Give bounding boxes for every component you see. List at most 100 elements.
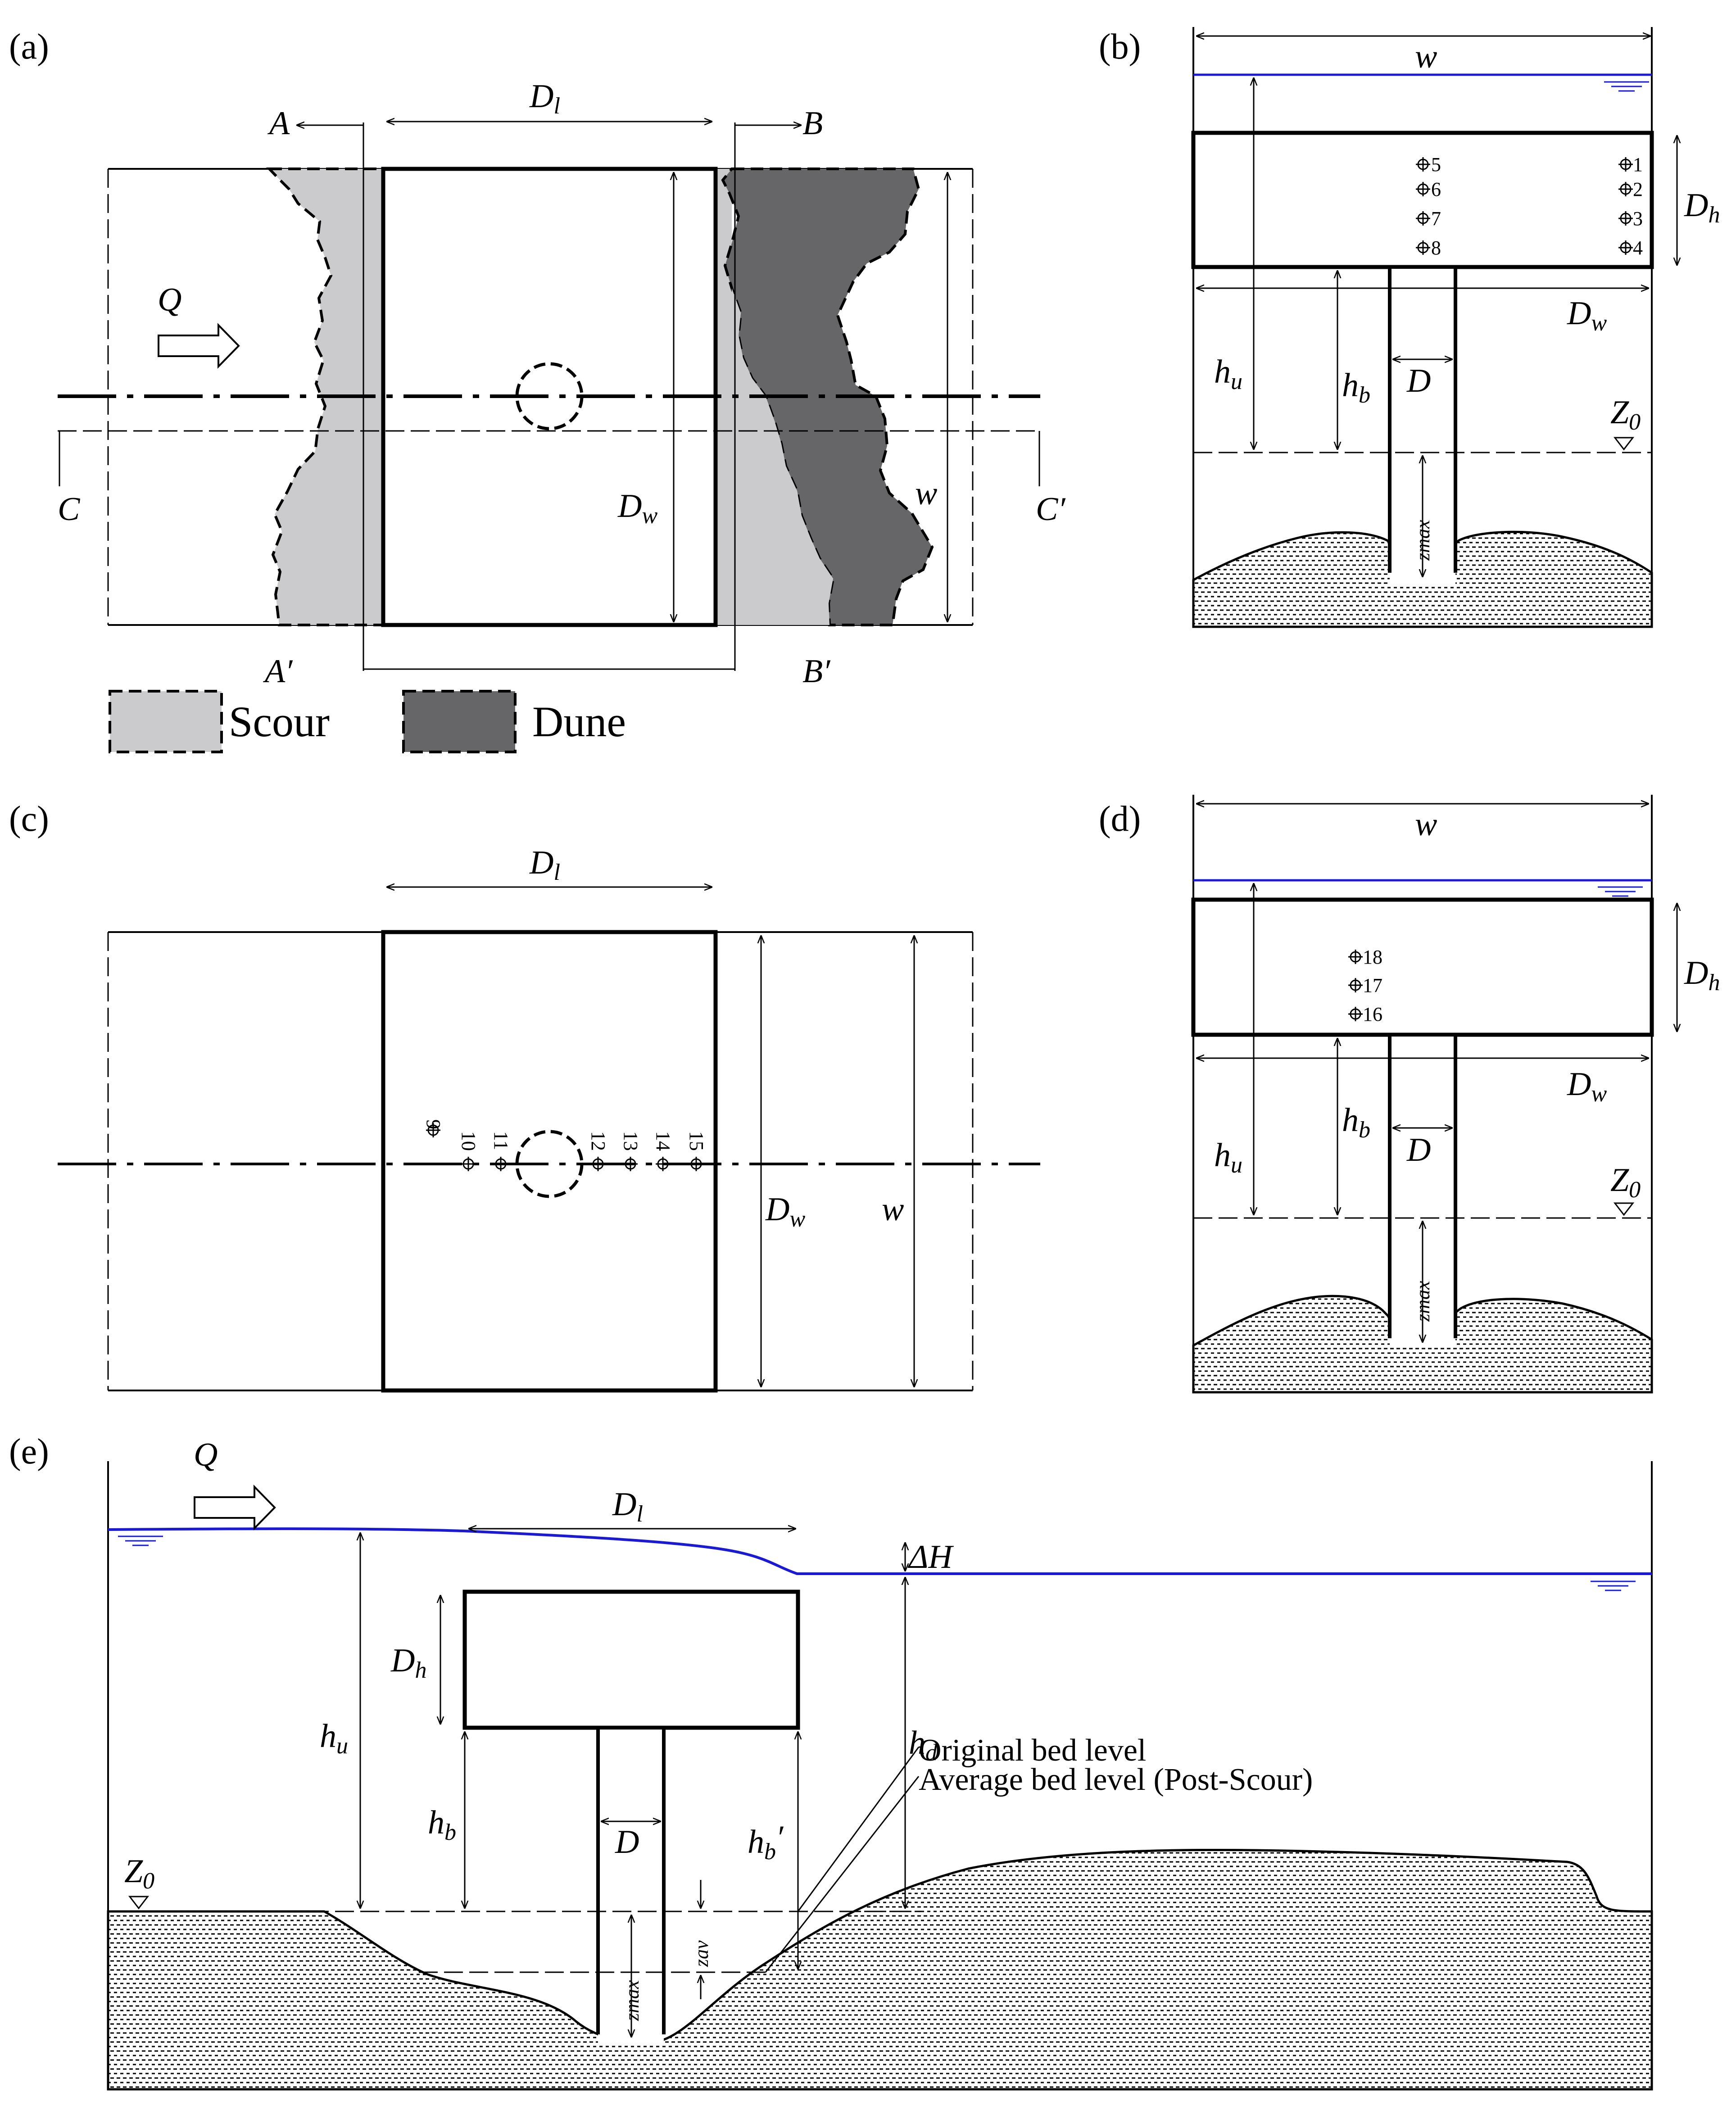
panel-d-label: (d) [1099, 799, 1141, 839]
probe-c-11: 11 [490, 1131, 512, 1171]
leader-original-bed [797, 1747, 920, 1912]
label-hu-e: hu [320, 1718, 348, 1759]
sand-bed-e [107, 1848, 1653, 2091]
pile-cap-e [462, 1589, 800, 1730]
svg-text:6: 6 [1431, 178, 1441, 200]
panel-e: (e) Q Dl Dh [9, 1432, 1653, 2091]
probe-c-10: 10 [458, 1131, 480, 1171]
label-dl-a: Dl [529, 78, 560, 119]
probe-b-6: 6 [1416, 178, 1441, 200]
probe-c-13: 13 [620, 1131, 642, 1171]
panel-b-label: (b) [1099, 27, 1141, 67]
datum-marker-d [1613, 1202, 1635, 1216]
svg-text:5: 5 [1431, 154, 1441, 176]
svg-text:15: 15 [685, 1131, 707, 1151]
probes-c: 9 10 11 12 13 14 15 [422, 1119, 707, 1171]
label-dl-c: Dl [529, 844, 560, 885]
svg-text:17: 17 [1363, 974, 1382, 996]
label-hu-d: hu [1214, 1137, 1242, 1178]
label-c: C [58, 491, 81, 528]
water-level-symbol-e-down [1591, 1580, 1636, 1591]
panel-c-label: (c) [9, 799, 49, 839]
label-w-d: w [1415, 806, 1437, 843]
svg-text:4: 4 [1633, 237, 1643, 259]
probe-b-1: 1 [1618, 154, 1643, 176]
pile-cap-plan-c [381, 930, 718, 1393]
label-a: A [267, 105, 290, 142]
water-level-symbol-e-up [118, 1535, 163, 1546]
label-dh-d: Dh [1684, 955, 1720, 996]
label-w-c: w [882, 1191, 904, 1228]
legend-scour-swatch [109, 690, 223, 753]
probes-b: 5 6 7 8 1 2 3 4 [1416, 154, 1643, 259]
label-z0-e: Z0 [124, 1853, 154, 1894]
note-average-bed: Average bed level (Post-Scour) [919, 1762, 1313, 1797]
label-hb-b: hb [1342, 367, 1370, 408]
probes-d: 18 17 16 [1348, 946, 1382, 1025]
probe-c-15: 15 [685, 1131, 707, 1171]
svg-text:16: 16 [1363, 1003, 1382, 1025]
label-ap: A′ [263, 653, 293, 690]
label-dh-e: Dh [390, 1642, 426, 1683]
label-hbp-e: hb′ [748, 1819, 784, 1865]
datum-marker-b [1613, 437, 1635, 451]
legend-dune-label: Dune [532, 697, 626, 746]
label-d-e: D [615, 1824, 639, 1861]
label-hb-e: hb [428, 1804, 456, 1845]
panel-a-label: (a) [9, 27, 49, 67]
label-zmax-b: zmax [1412, 520, 1434, 561]
label-hu-b: hu [1214, 353, 1242, 394]
probe-d-18: 18 [1348, 946, 1382, 968]
water-level-symbol-d [1598, 886, 1643, 897]
label-dh-b: Dh [1684, 187, 1720, 228]
label-w-b: w [1415, 38, 1437, 75]
svg-text:2: 2 [1633, 178, 1643, 200]
probe-c-12: 12 [587, 1131, 609, 1171]
probe-b-3: 3 [1618, 208, 1643, 230]
flow-arrow-e [194, 1485, 276, 1530]
svg-text:7: 7 [1431, 208, 1441, 230]
svg-text:3: 3 [1633, 208, 1643, 230]
panel-a: (a) C C′ A B A′ B′ [9, 27, 1066, 753]
svg-text:18: 18 [1363, 946, 1382, 968]
label-zmax-d: zmax [1412, 1281, 1434, 1322]
probe-b-5: 5 [1416, 154, 1441, 176]
dune-region [721, 168, 934, 626]
water-level-symbol-b [1604, 81, 1649, 92]
svg-text:8: 8 [1431, 237, 1441, 259]
svg-text:1: 1 [1633, 154, 1643, 176]
label-hd-e: hd [909, 1725, 938, 1766]
panel-d: (d) w Dh Dw D Z0 hu hb zmax [1099, 795, 1720, 1394]
probe-c-14: 14 [652, 1131, 674, 1171]
probe-c-9: 9 [422, 1119, 444, 1137]
label-cp: C′ [1036, 491, 1066, 528]
probe-d-17: 17 [1348, 974, 1382, 996]
svg-text:12: 12 [587, 1131, 609, 1151]
legend-scour-label: Scour [229, 697, 330, 746]
svg-text:13: 13 [620, 1131, 642, 1151]
label-z0-b: Z0 [1610, 394, 1641, 435]
label-dw-b: Dw [1567, 295, 1607, 336]
water-surface-e [108, 1527, 1652, 1575]
label-dw-d: Dw [1567, 1066, 1607, 1107]
label-hb-d: hb [1342, 1102, 1370, 1143]
label-d-b: D [1406, 362, 1431, 399]
svg-text:14: 14 [652, 1131, 674, 1151]
label-dw-c: Dw [765, 1191, 805, 1232]
scour-region-downstream [732, 288, 833, 625]
datum-marker-e [128, 1896, 150, 1910]
label-q-a: Q [158, 281, 181, 318]
panel-b: (b) w Dh Dw D Z0 [1099, 27, 1720, 628]
svg-text:10: 10 [458, 1131, 480, 1151]
note-original-bed: Original bed level [919, 1733, 1146, 1768]
svg-text:11: 11 [490, 1131, 512, 1150]
probe-b-2: 2 [1618, 178, 1643, 200]
label-bp: B′ [802, 653, 831, 690]
legend-dune-swatch [402, 690, 517, 753]
label-b: B [802, 105, 823, 142]
probe-b-8: 8 [1416, 237, 1441, 259]
label-w-a: w [915, 475, 937, 512]
pile-cap-d [1191, 897, 1654, 1037]
label-dw-a: Dw [617, 488, 657, 529]
